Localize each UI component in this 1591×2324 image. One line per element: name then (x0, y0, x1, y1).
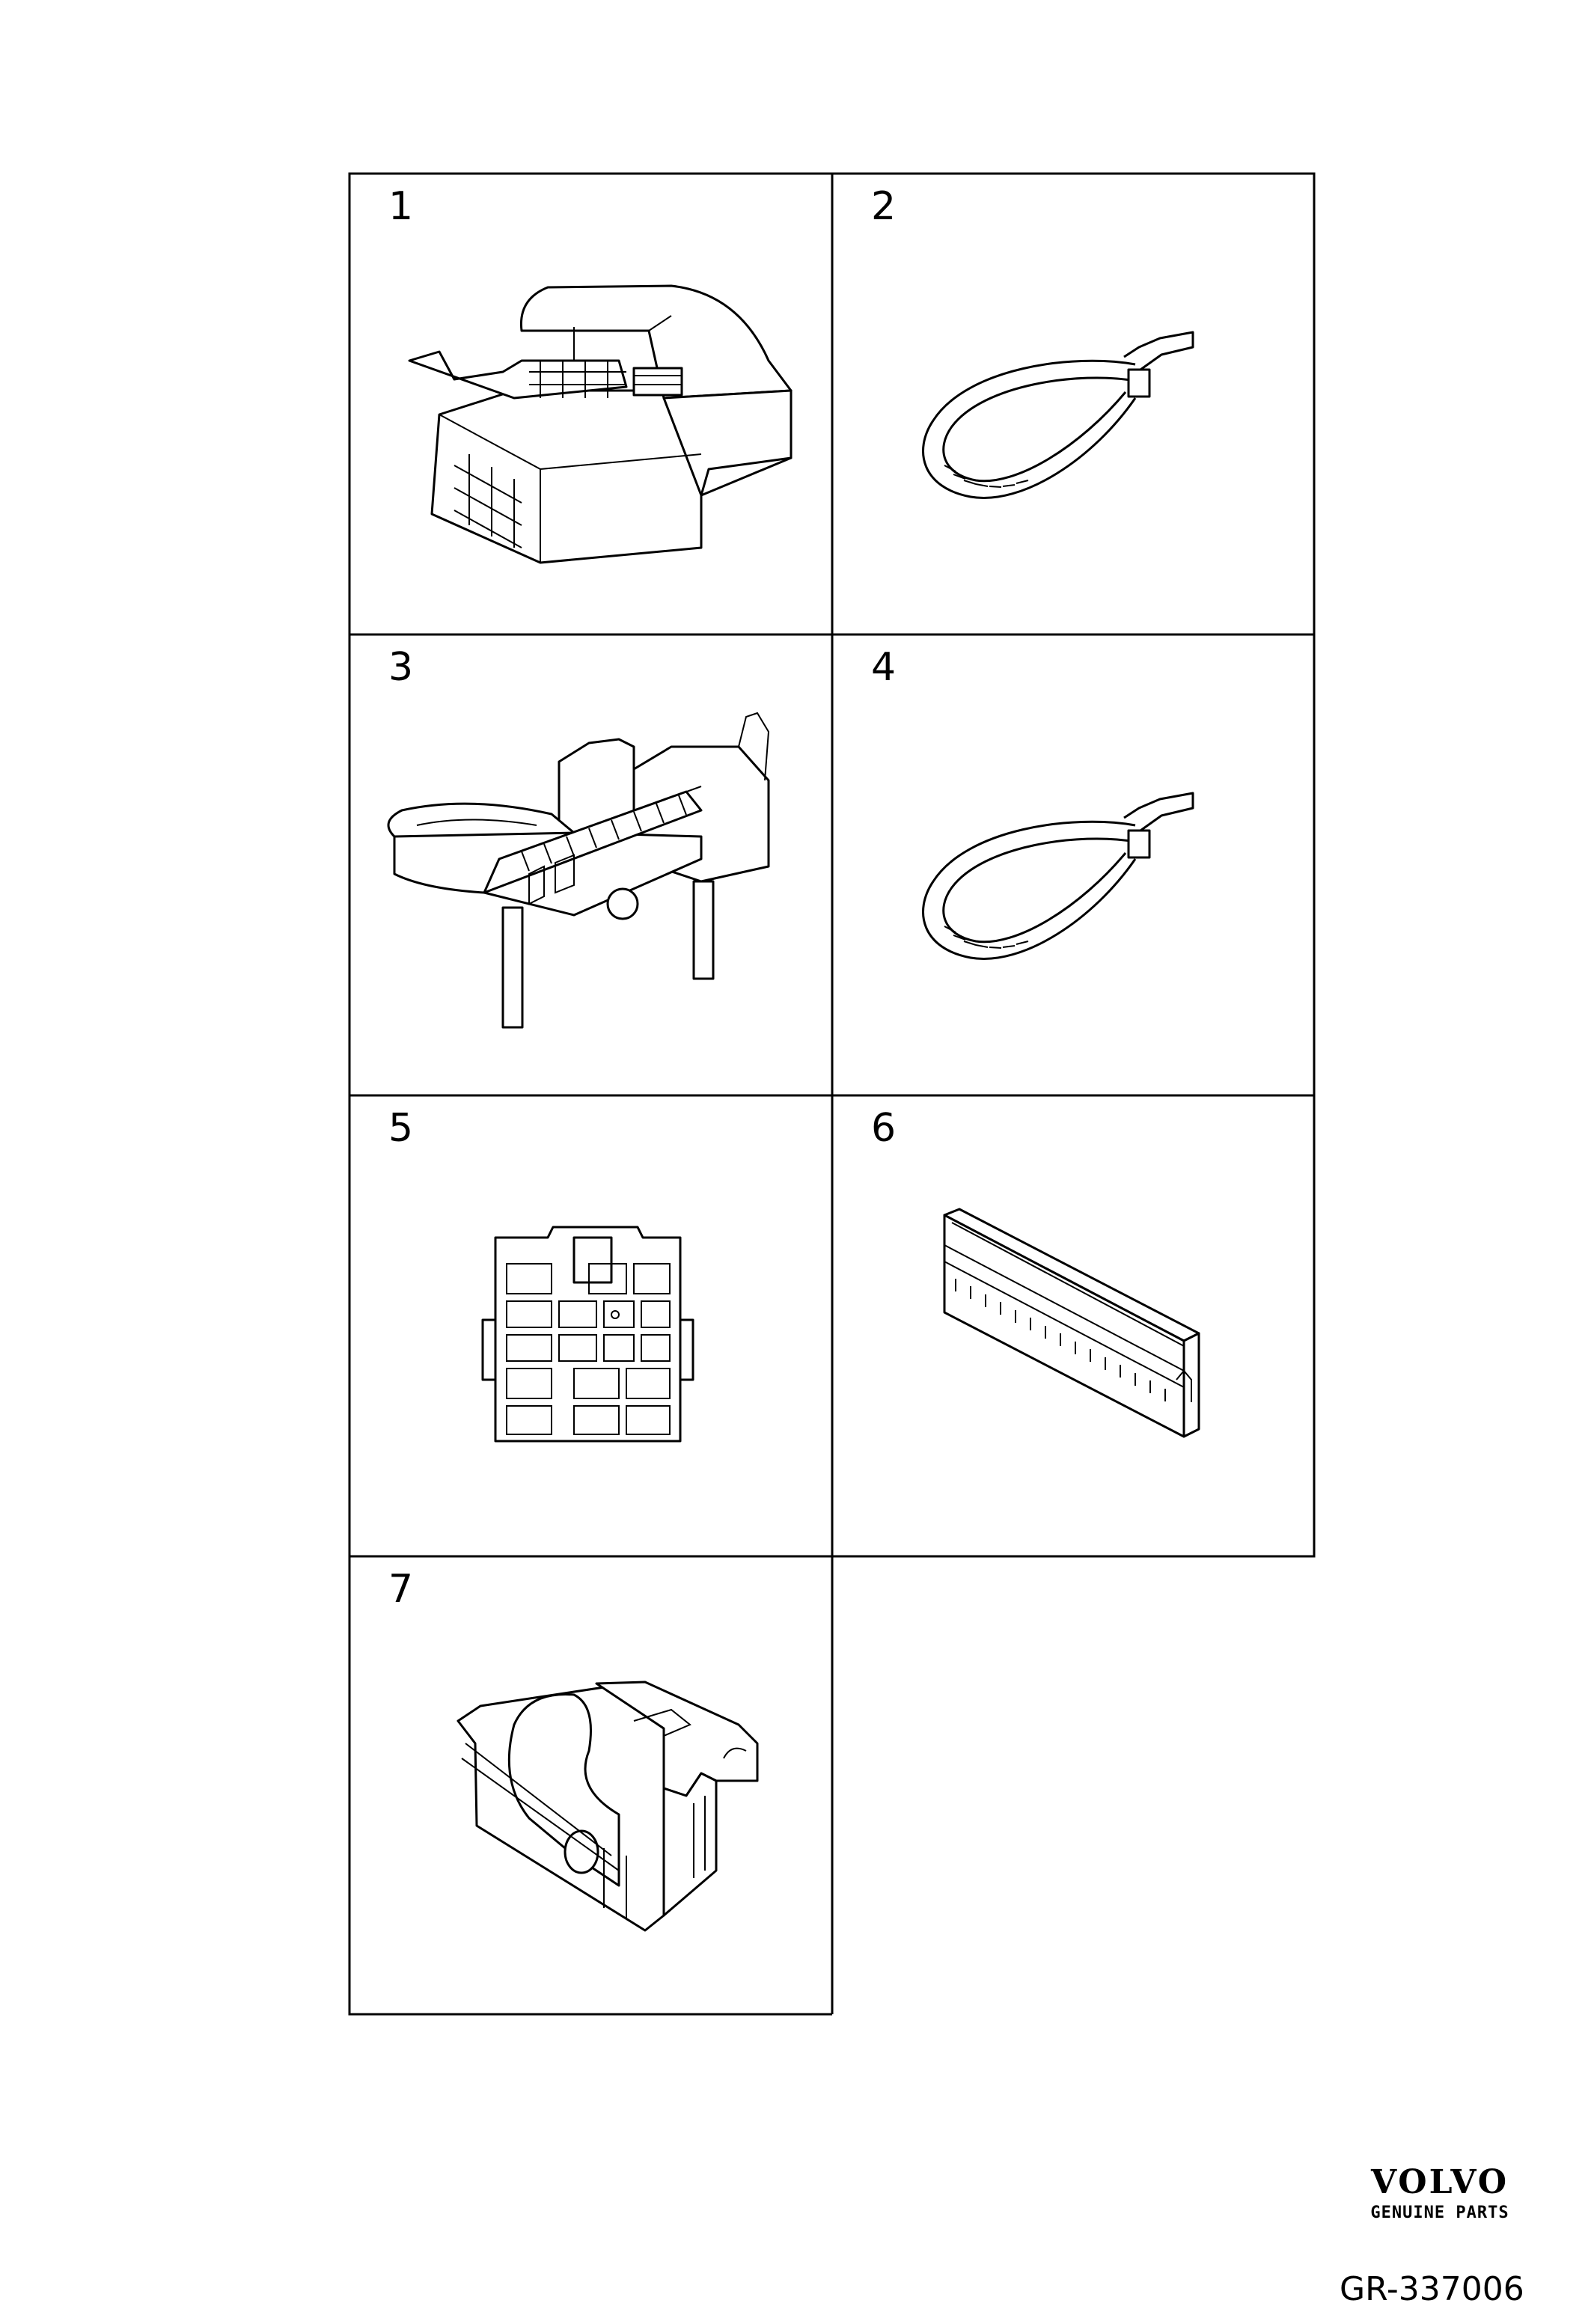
connector-cover-icon (456, 1681, 759, 1932)
item-cell-3: 3 (349, 634, 834, 1095)
brand-tagline: GENUINE PARTS (1370, 2204, 1509, 2222)
item-cell-1: 1 (349, 174, 834, 634)
connector-holder-icon (387, 712, 770, 1029)
item-number: 6 (871, 1106, 897, 1151)
reference-code: GR-337006 (1340, 2270, 1524, 2308)
item-cell-4: 4 (832, 634, 1317, 1095)
brand-logo: VOLVO GENUINE PARTS (1346, 2166, 1534, 2221)
item-number: 4 (871, 645, 897, 690)
cable-tie-icon (922, 792, 1194, 960)
connector-housing-icon (481, 1226, 694, 1443)
item-number: 2 (871, 184, 897, 229)
item-cell-2: 2 (832, 174, 1317, 634)
item-number: 7 (388, 1567, 414, 1612)
item-number: 1 (388, 184, 414, 229)
item-cell-6: 6 (832, 1095, 1317, 1556)
item-number: 3 (388, 645, 414, 690)
terminal-block-icon (943, 1208, 1200, 1438)
brand-name: VOLVO (1370, 2163, 1509, 2201)
connector-cover-icon (408, 284, 793, 564)
item-cell-7: 7 (349, 1556, 834, 2017)
cable-tie-icon (922, 331, 1194, 499)
item-cell-5: 5 (349, 1095, 834, 1556)
item-number: 5 (388, 1106, 414, 1151)
